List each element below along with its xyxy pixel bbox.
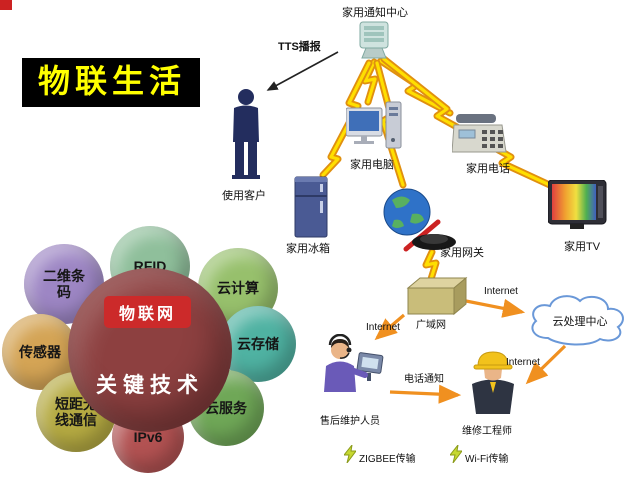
phone-notice-label: 电话通知 [404,374,444,385]
flower-center-circle [68,268,232,432]
petal-cloud-service-label: 云服务 [205,399,247,416]
support-label: 售后维护人员 [320,416,380,427]
wifi-label: Wi-Fi传输 [465,454,509,465]
zigbee-label: ZIGBEE传输 [359,454,416,465]
notification-center-label: 家用通知中心 [342,7,408,19]
user-label: 使用客户 [222,190,266,202]
tts-arrow [266,51,339,91]
user-person-icon [232,89,260,179]
arrow-cloud-to-engineer [525,344,567,385]
zigbee-bolt-icon [344,445,356,463]
internet-label-wan-cloud: Internet [484,286,518,297]
home-computer-icon [346,101,402,149]
engineer-icon [472,351,514,414]
notification-center-icon [359,21,389,59]
bolt-gateway-to-wan [422,248,440,283]
internet-label-cloud-engineer: Internet [506,357,540,368]
computer-label: 家用电脑 [350,159,394,171]
tts-label: TTS播报 [278,41,321,53]
arrow-support-to-engineer [389,384,462,404]
petal-barcode-label: 二维条码 [43,267,85,300]
gateway-label: 家用网关 [440,247,484,259]
iot-badge: 物联网 [104,296,192,328]
petal-ipv6-label: IPv6 [133,428,163,445]
fridge-icon [294,176,328,238]
petal-cloud-storage: 云存储 [220,306,296,382]
page-title: 物联生活 [22,58,201,108]
petal-cloud-computing-label: 云计算 [217,279,259,296]
arrow-wan-to-support [374,313,406,341]
bolt-center-to-fridge [319,59,373,179]
support-operator-icon [324,334,384,392]
wan-label: 广域网 [416,320,446,331]
tv-icon [548,180,607,229]
phone-label: 家用电话 [466,163,510,175]
petal-cloud-storage-label: 云存储 [237,335,279,352]
key-tech-label: 关键技术 [96,374,204,397]
home-phone-icon [452,114,507,153]
wan-box-icon [406,276,468,316]
gateway-icon [383,188,456,252]
bolt-center-to-computer [361,58,379,106]
tv-label: 家用TV [564,241,601,253]
engineer-label: 维修工程师 [462,426,512,437]
wifi-bolt-icon [450,445,462,463]
cloud-label: 云处理中心 [552,316,608,328]
fridge-label: 家用冰箱 [286,243,330,255]
cloud-icon [531,295,624,346]
arrow-wan-to-cloud [465,298,526,318]
internet-label-wan-support: Internet [366,322,400,333]
petal-sensor-label: 传感器 [19,343,61,360]
corner-artifact [0,0,12,10]
